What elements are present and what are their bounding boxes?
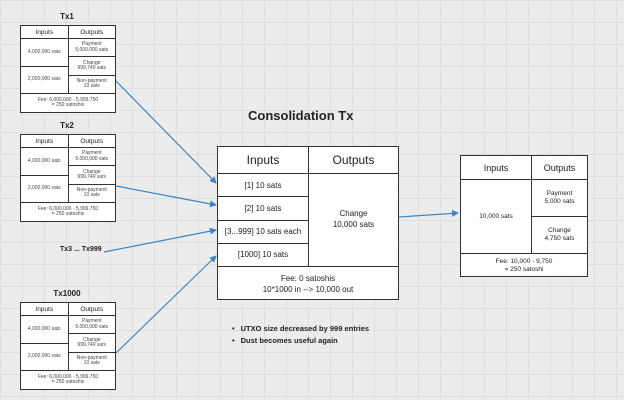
consolidation-fee-line-1: Fee: 0 satoshis (280, 273, 336, 283)
tx1-input-2: 2,000,000 sats (27, 76, 61, 83)
tx1000-inputs-header: Inputs (21, 303, 69, 315)
tx1-fee-line-1: Fee: 6,000,000 - 5,999,750 (37, 96, 99, 103)
notes-list: UTXO size decreased by 999 entries Dust … (232, 323, 369, 347)
result-fee-line-2: = 250 satoshi (504, 266, 544, 273)
tx2-output-change-value: 999,740 sats (77, 173, 107, 180)
tx2-fee: Fee: 6,000,000 - 5,999,750= 250 satoshis (21, 203, 115, 221)
tx1000-fee: Fee: 6,000,000 - 5,999,750= 250 satoshis (21, 371, 115, 389)
result-fee: Fee: 10,000 - 9,750 = 250 satoshi (461, 254, 587, 278)
tx2-outputs-header: Outputs (80, 137, 104, 145)
tx1000-output-nonpayment-label: Non-payment (76, 355, 107, 362)
result-fee-line-1: Fee: 10,000 - 9,750 (495, 257, 553, 265)
tx1-output-nonpayment-value: 10 sats (83, 83, 100, 90)
consolidation-input-1000: [1000] 10 sats (237, 250, 289, 260)
consolidation-inputs-header: Inputs (218, 147, 309, 173)
tx1-output-nonpayment-label: Non-payment (76, 78, 107, 85)
arrow-tx1-to-input1 (115, 80, 217, 184)
consolidation-input-2: [2] 10 sats (218, 197, 308, 221)
tx1-title: Tx1 (60, 12, 74, 21)
result-input: 10,000 sats (461, 180, 532, 253)
tx1-table: Inputs Outputs 4,000,000 sats 2,000,000 … (20, 25, 116, 113)
tx1000-input-1: 4,000,000 sats (21, 316, 68, 344)
result-output-payment-value: 5,000 sats (544, 198, 575, 205)
consolidation-title: Consolidation Tx (248, 108, 354, 123)
tx2-output-payment-label: Payment (81, 150, 102, 157)
tx1-output-change-label: Change (82, 59, 101, 66)
tx2-input-2: 2,000,000 sats (27, 185, 61, 192)
tx1000-output-change-value: 999,740 sats (77, 341, 107, 348)
tx2-output-nonpayment-label: Non-payment (76, 187, 107, 194)
consolidation-outputs-header: Outputs (332, 153, 375, 167)
tx2-fee-line-1: Fee: 6,000,000 - 5,999,750 (37, 205, 99, 212)
tx1000-outputs-header: Outputs (80, 305, 104, 313)
result-inputs-header: Inputs (461, 156, 532, 179)
result-output-change-label: Change (548, 226, 571, 234)
consolidation-input-1: [1] 10 sats (218, 174, 308, 198)
tx1000-output-payment-value: 5,000,000 sats (75, 323, 109, 330)
tx1000-title: Tx1000 (53, 289, 81, 298)
tx2-table: Inputs Outputs 4,000,000 sats 2,000,000 … (20, 134, 116, 222)
tx1-output-payment-label: Payment (81, 41, 102, 48)
result-output-change-value: 4,750 sats (544, 235, 575, 242)
tx2-fee-line-2: = 250 satoshis (51, 211, 85, 217)
tx1000-fee-line-1: Fee: 6,000,000 - 5,999,750 (37, 373, 99, 380)
arrow-tx-range-to-input3 (103, 227, 217, 253)
tx1-fee: Fee: 6,000,000 - 5,999,750= 250 satoshis (21, 94, 115, 112)
tx2-output-payment-value: 5,000,000 sats (75, 155, 109, 162)
consolidation-fee-line-2: 10*1000 in --> 10,000 out (262, 285, 354, 294)
consolidation-input-3-999: [3...999] 10 sats each (218, 221, 308, 244)
tx1-fee-line-2: = 250 satoshis (51, 102, 85, 108)
tx1000-input-2: 2,000,000 sats (27, 353, 61, 360)
tx1000-output-nonpayment-value: 10 sats (83, 360, 100, 367)
tx1-outputs-header: Outputs (80, 28, 104, 36)
tx1-inputs-header: Inputs (21, 26, 69, 38)
tx1000-output-change-label: Change (82, 336, 101, 343)
tx2-output-nonpayment-value: 10 sats (83, 192, 100, 199)
consolidation-output-label: Change (339, 209, 368, 219)
consolidation-fee: Fee: 0 satoshis 10*1000 in --> 10,000 ou… (218, 267, 398, 301)
tx2-inputs-header: Inputs (21, 135, 69, 147)
arrow-consolidation-to-result (398, 209, 459, 218)
consolidation-table: Inputs Outputs [1] 10 sats [2] 10 sats [… (217, 146, 399, 300)
tx2-title: Tx2 (60, 121, 74, 130)
tx1000-table: Inputs Outputs 4,000,000 sats 2,000,000 … (20, 302, 116, 390)
tx1-output-payment-value: 5,000,000 sats (75, 46, 109, 53)
arrow-tx2-to-input2 (115, 185, 217, 208)
result-output-payment-label: Payment (546, 189, 573, 197)
tx-range-label: Tx3 ... Tx999 (60, 246, 102, 253)
note-item: UTXO size decreased by 999 entries (232, 323, 369, 335)
tx1-output-change-value: 999,740 sats (77, 64, 107, 71)
consolidation-output-value: 10,000 sats (332, 220, 375, 229)
tx1000-fee-line-2: = 250 satoshis (51, 379, 85, 385)
note-item: Dust becomes useful again (232, 335, 369, 347)
tx1000-output-payment-label: Payment (81, 318, 102, 325)
arrow-tx1000-to-input1000 (115, 255, 217, 354)
tx2-output-change-label: Change (82, 168, 101, 175)
tx2-input-1: 4,000,000 sats (21, 148, 68, 176)
tx1-input-1: 4,000,000 sats (21, 39, 68, 67)
result-outputs-header: Outputs (543, 162, 576, 173)
